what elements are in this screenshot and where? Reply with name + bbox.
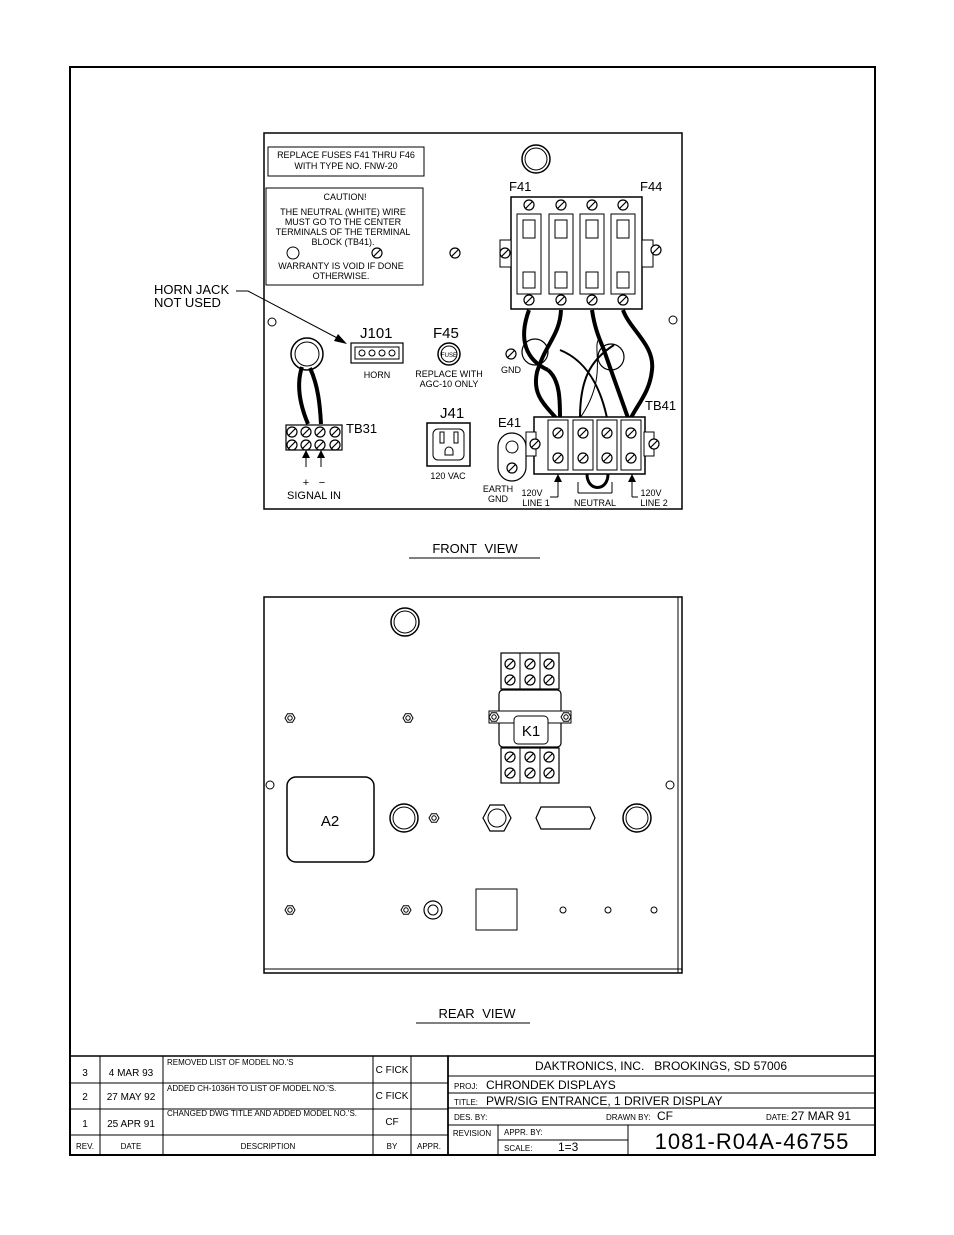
fuse-note-line1: REPLACE FUSES F41 THRU F46 (277, 150, 415, 160)
caution-line4: BLOCK (TB41). (311, 237, 374, 247)
scale-value: 1=3 (558, 1140, 579, 1154)
front-view-label: FRONT VIEW (432, 541, 518, 556)
signal-in-label: SIGNAL IN (287, 490, 341, 502)
title-block: 3 4 MAR 93 REMOVED LIST OF MODEL NO.'S C… (69, 1055, 876, 1156)
rev-2-by: C FICK (376, 1091, 409, 1102)
company-name: DAKTRONICS, INC. BROOKINGS, SD 57006 (535, 1059, 787, 1073)
fuse-note-line2: WITH TYPE NO. FNW-20 (294, 161, 397, 171)
f45-label: F45 (433, 325, 459, 342)
date-label: DATE: (766, 1113, 789, 1122)
header-appr: APPR. (417, 1142, 441, 1151)
neutral-label: NEUTRAL (574, 498, 616, 508)
appr-by-label: APPR. BY: (504, 1128, 543, 1137)
proj-label: PROJ: (454, 1082, 478, 1091)
k1-label: K1 (522, 723, 540, 740)
rear-view-label: REAR VIEW (439, 1006, 517, 1021)
signal-minus: − (319, 477, 325, 489)
rev-3-number: 3 (82, 1068, 88, 1079)
caution-line5: WARRANTY IS VOID IF DONE (278, 261, 404, 271)
proj-value: CHRONDEK DISPLAYS (486, 1078, 616, 1092)
signal-plus: + (303, 477, 309, 489)
tb31-label: TB31 (346, 421, 377, 436)
title-value: PWR/SIG ENTRANCE, 1 DRIVER DISPLAY (486, 1094, 723, 1108)
rev-2-description: ADDED CH-1036H TO LIST OF MODEL NO.'S. (167, 1084, 336, 1093)
horn-callout-line1: HORN JACK (154, 282, 229, 297)
drawn-by-value: CF (657, 1109, 673, 1123)
fuse-text: FUSE (441, 353, 457, 359)
caution-line3: TERMINALS OF THE TERMINAL (276, 227, 411, 237)
f41-label: F41 (509, 179, 531, 194)
des-by-label: DES. BY: (454, 1113, 487, 1122)
drawn-by-label: DRAWN BY: (606, 1113, 651, 1122)
rev-3-date: 4 MAR 93 (109, 1068, 154, 1079)
line2-label-b: LINE 2 (640, 498, 668, 508)
front-view: REPLACE FUSES F41 THRU F46 WITH TYPE NO.… (154, 132, 683, 559)
earth-gnd-line2: GND (488, 494, 509, 504)
line2-label-a: 120V (640, 488, 661, 498)
caution-title: CAUTION! (323, 192, 366, 202)
rear-view: K1 A2 REAR VIEW (263, 596, 683, 1024)
f44-label: F44 (640, 179, 662, 194)
rev-1-date: 25 APR 91 (107, 1119, 155, 1130)
line1-label-b: LINE 1 (522, 498, 550, 508)
f45-note-line1: REPLACE WITH (415, 369, 483, 379)
tb41-terminal-block (533, 416, 646, 475)
rev-2-number: 2 (82, 1092, 88, 1103)
line1-label-a: 120V (521, 488, 542, 498)
header-description: DESCRIPTION (241, 1142, 296, 1151)
horn-label: HORN (364, 370, 391, 380)
caution-line6: OTHERWISE. (313, 271, 370, 281)
horn-callout-line2: NOT USED (154, 295, 221, 310)
caution-line1: THE NEUTRAL (WHITE) WIRE (280, 207, 406, 217)
e41-label: E41 (498, 415, 521, 430)
rev-2-date: 27 MAY 92 (107, 1092, 156, 1103)
j41-label: J41 (440, 405, 464, 422)
a2-module (286, 776, 375, 863)
date-value: 27 MAR 91 (791, 1109, 851, 1123)
rev-1-number: 1 (82, 1119, 88, 1130)
tb41-label: TB41 (645, 398, 676, 413)
header-date: DATE (121, 1142, 142, 1151)
rev-3-description: REMOVED LIST OF MODEL NO.'S (167, 1058, 293, 1067)
drawing-number: 1081-R04A-46755 (655, 1129, 850, 1154)
revision-label: REVISION (453, 1129, 491, 1138)
a2-label: A2 (321, 813, 339, 830)
caution-line2: MUST GO TO THE CENTER (285, 217, 402, 227)
vac-label: 120 VAC (430, 471, 466, 481)
rear-panel (263, 596, 683, 974)
k1-relay (513, 715, 549, 745)
rev-1-description: CHANGED DWG TITLE AND ADDED MODEL NO.'S. (167, 1109, 357, 1118)
header-rev: REV. (76, 1142, 94, 1151)
header-by: BY (387, 1142, 398, 1151)
earth-gnd-line1: EARTH (483, 484, 513, 494)
j101-label: J101 (360, 325, 393, 342)
rev-3-by: C FICK (376, 1065, 409, 1076)
j101-connector (350, 342, 404, 364)
rev-1-by: CF (385, 1117, 398, 1128)
title-label: TITLE: (454, 1098, 478, 1107)
drawing-border (69, 66, 876, 1156)
gnd-label: GND (501, 365, 522, 375)
caution-box (265, 187, 424, 286)
scale-label: SCALE: (504, 1144, 532, 1153)
front-panel (263, 132, 683, 510)
f45-note-line2: AGC-10 ONLY (420, 379, 479, 389)
fuse-block (510, 196, 643, 310)
